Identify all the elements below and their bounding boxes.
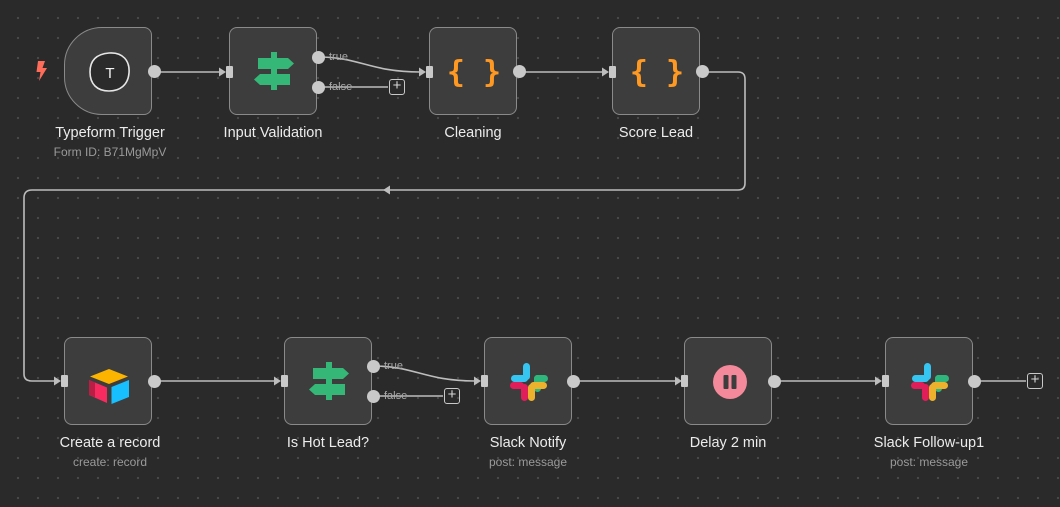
output-handle[interactable]: [968, 375, 981, 388]
input-handle[interactable]: [281, 375, 288, 387]
code-braces-glyph: { }: [630, 55, 684, 90]
node-delay[interactable]: [684, 337, 772, 425]
node-title: Delay 2 min: [689, 435, 767, 451]
output-handle[interactable]: [513, 65, 526, 78]
slack-icon: [510, 363, 548, 401]
node-title: Score Lead: [618, 125, 694, 141]
add-node-button[interactable]: +: [1027, 372, 1043, 389]
node-title: Typeform Trigger: [55, 125, 165, 141]
branch-label-false: false: [329, 81, 353, 93]
node-title: Is Hot Lead?: [286, 435, 370, 451]
arrow-head: [219, 67, 226, 77]
arrow-head: [419, 67, 426, 77]
arrow-head: [602, 67, 609, 77]
output-handle[interactable]: [148, 375, 161, 388]
node-title: Cleaning: [444, 125, 502, 141]
output-handle-false[interactable]: [312, 81, 325, 94]
typeform-icon: T: [89, 52, 130, 92]
node-subtitle: Form ID: B71MgMpV: [53, 145, 167, 159]
trigger-bolt-icon: [36, 61, 47, 81]
node-subtitle: post: message: [889, 455, 969, 469]
input-handle[interactable]: [882, 375, 889, 387]
node-subtitle: post: message: [488, 455, 568, 469]
node-title: Slack Follow-up1: [873, 435, 985, 451]
add-node-button[interactable]: +: [444, 387, 460, 404]
signpost-icon: [309, 362, 349, 400]
input-handle[interactable]: [681, 375, 688, 387]
branch-label-true: true: [384, 360, 403, 372]
input-handle[interactable]: [226, 66, 233, 78]
arrow-head: [383, 185, 390, 195]
wire-hotlead-true-to-notify: [372, 365, 476, 382]
code-braces-icon: { }: [447, 55, 501, 90]
airtable-icon: [89, 369, 129, 404]
signpost-icon: [254, 52, 294, 90]
output-handle[interactable]: [567, 375, 580, 388]
output-handle-true[interactable]: [312, 51, 325, 64]
output-handle[interactable]: [696, 65, 709, 78]
branch-label-true: true: [329, 51, 348, 63]
arrow-head: [474, 376, 481, 386]
output-handle-false[interactable]: [367, 390, 380, 403]
input-handle[interactable]: [481, 375, 488, 387]
arrow-head: [274, 376, 281, 386]
output-handle-true[interactable]: [367, 360, 380, 373]
node-is-hot-lead[interactable]: [284, 337, 372, 425]
input-handle[interactable]: [61, 375, 68, 387]
code-braces-glyph: { }: [447, 55, 501, 90]
node-cleaning[interactable]: { }: [429, 27, 517, 115]
output-handle[interactable]: [148, 65, 161, 78]
node-slack-followup[interactable]: [885, 337, 973, 425]
arrow-head: [875, 376, 882, 386]
slack-icon: [911, 363, 949, 401]
input-handle[interactable]: [426, 66, 433, 78]
input-handle[interactable]: [609, 66, 616, 78]
node-title: Create a record: [59, 435, 161, 451]
wire-score-to-record: [23, 71, 746, 382]
branch-label-false: false: [384, 390, 408, 402]
code-braces-icon: { }: [630, 55, 684, 90]
arrow-head: [54, 376, 61, 386]
add-node-button[interactable]: +: [389, 78, 405, 95]
node-typeform-trigger[interactable]: T: [64, 27, 152, 115]
pause-icon: [713, 365, 747, 399]
node-slack-notify[interactable]: [484, 337, 572, 425]
node-input-validation[interactable]: [229, 27, 317, 115]
node-title: Input Validation: [223, 125, 323, 141]
node-subtitle: create: record: [72, 455, 148, 469]
wire-validation-true-to-cleaning: [317, 56, 421, 73]
arrow-head: [675, 376, 682, 386]
node-title: Slack Notify: [489, 435, 567, 451]
typeform-icon-letter: T: [105, 65, 114, 82]
node-create-record[interactable]: [64, 337, 152, 425]
output-handle[interactable]: [768, 375, 781, 388]
node-score-lead[interactable]: { }: [612, 27, 700, 115]
